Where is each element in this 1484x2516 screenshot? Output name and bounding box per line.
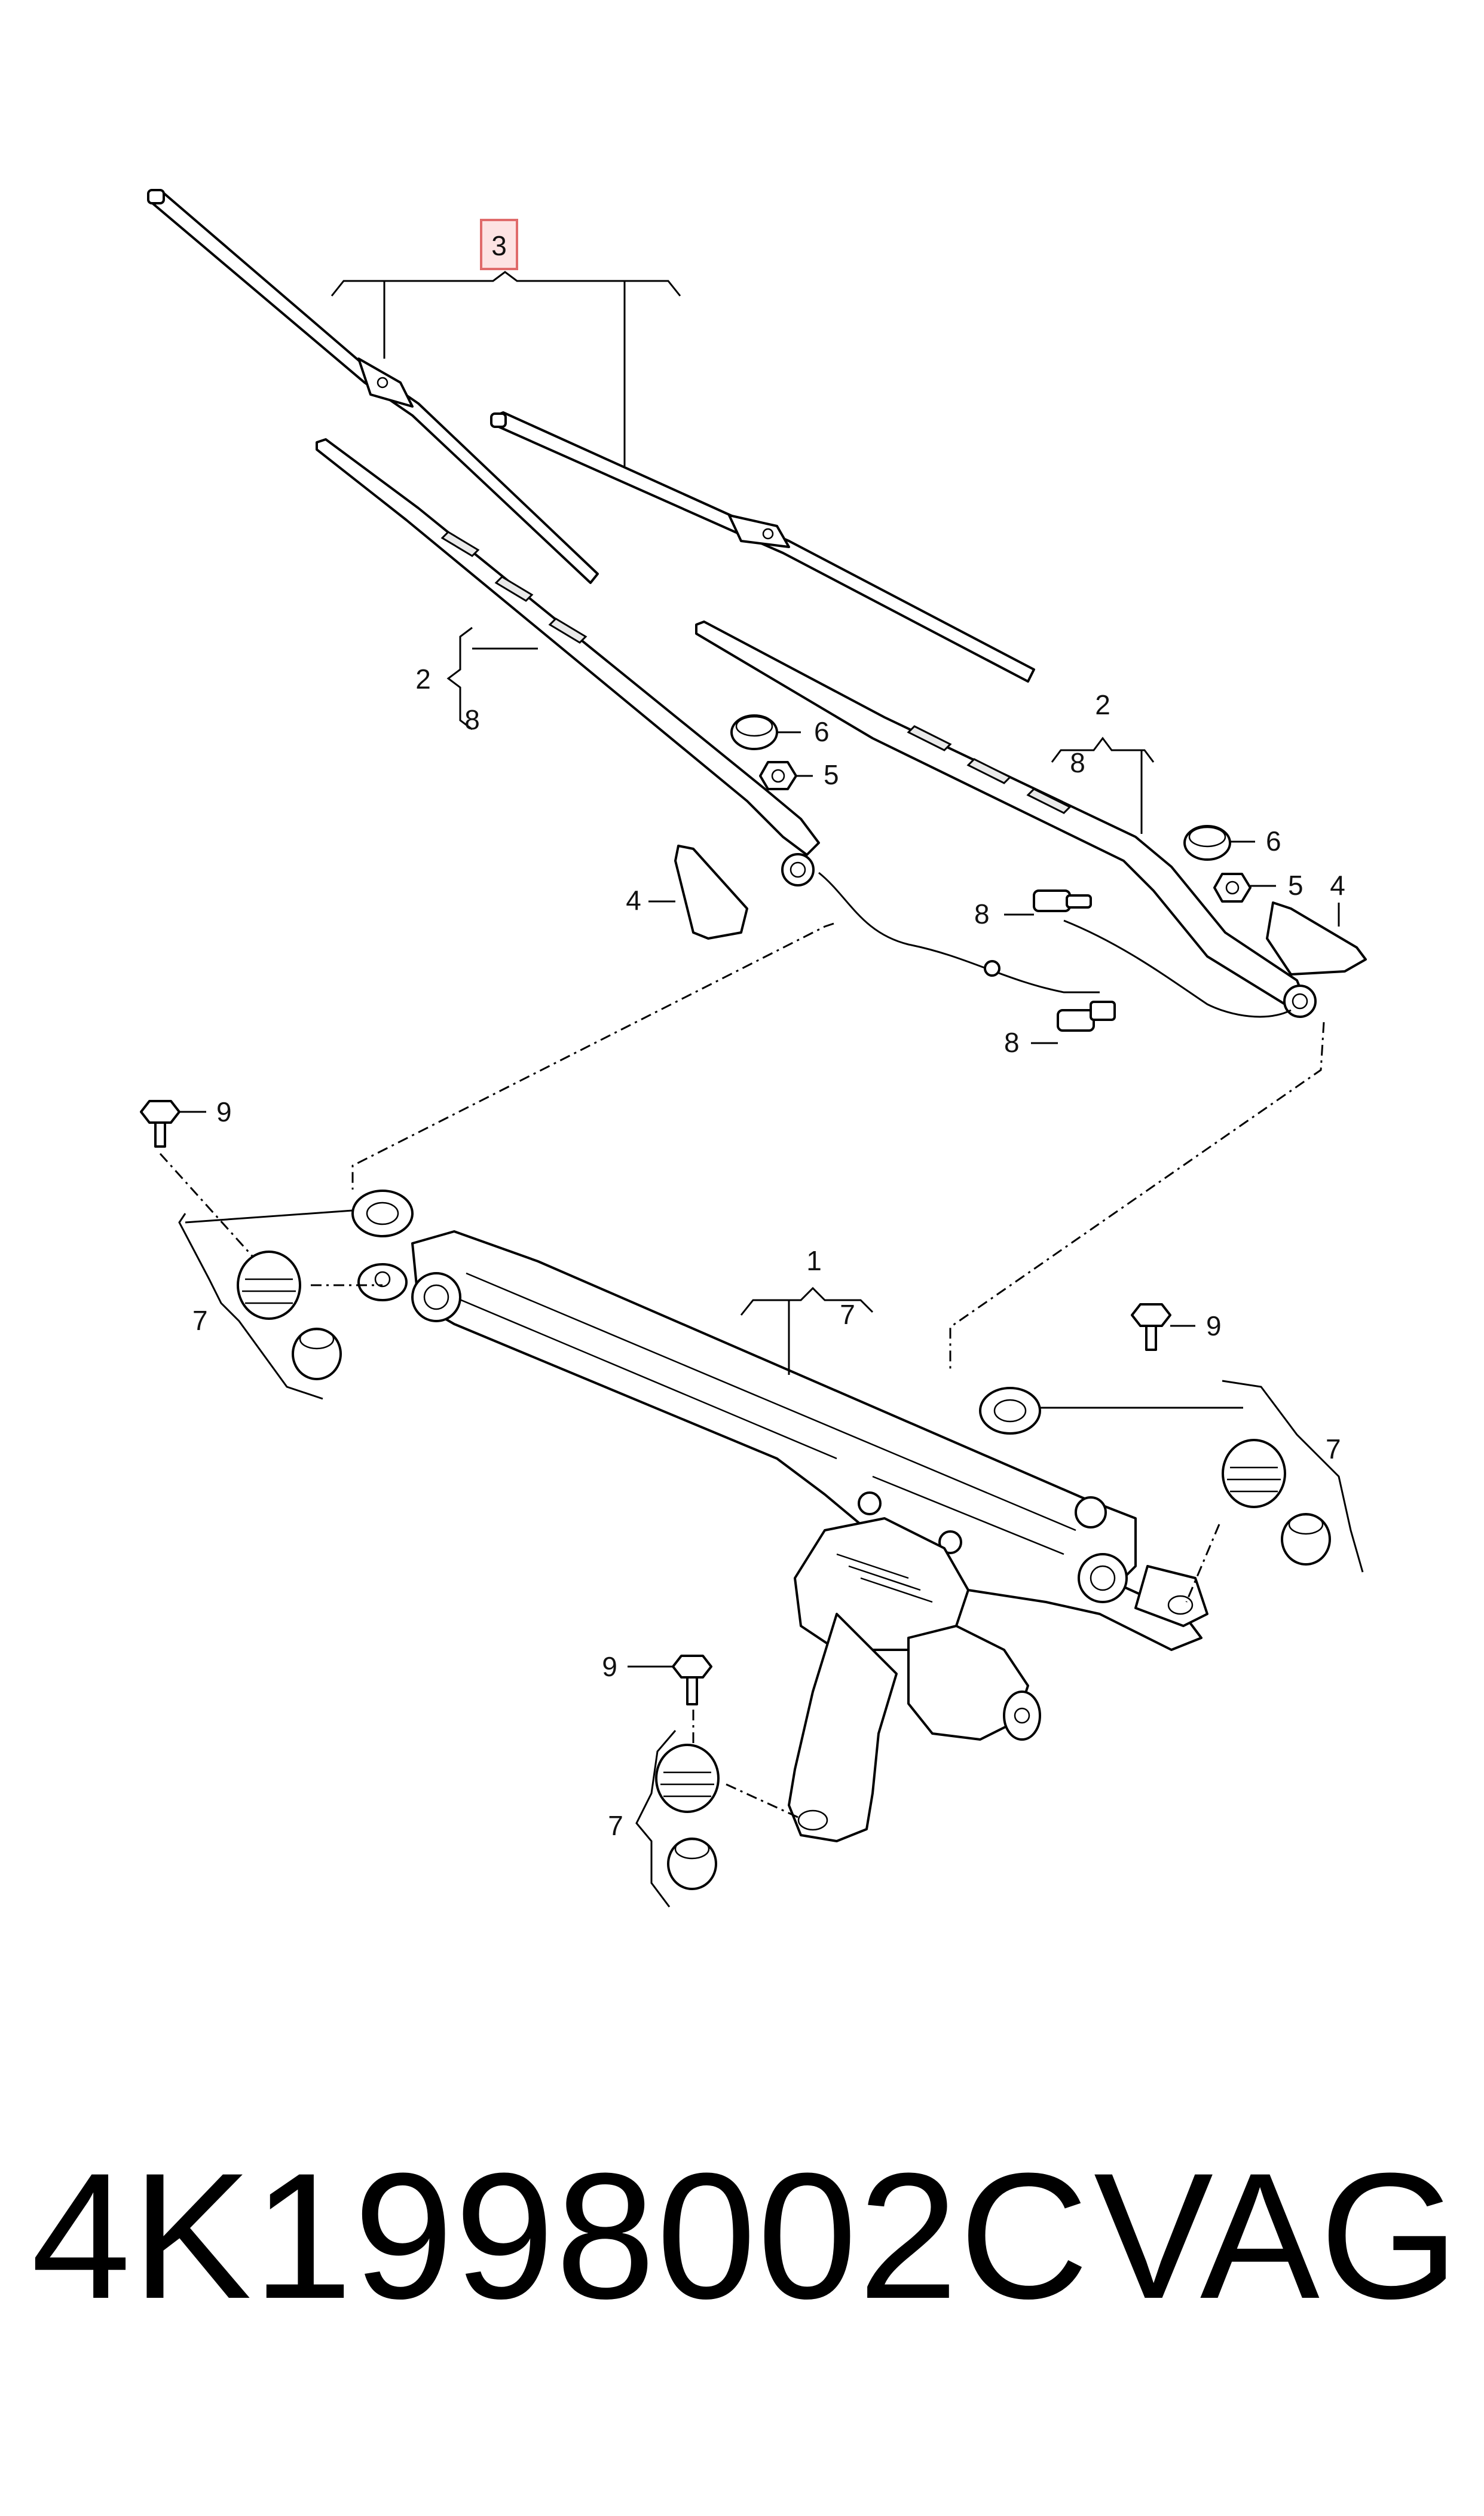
bush-right-upper [1222, 1439, 1286, 1508]
bolt-left [140, 1100, 180, 1148]
assembly-line-left [351, 922, 834, 1190]
callout-5-left: 5 [824, 759, 839, 790]
callout-8-left: 8 [464, 704, 480, 735]
pivot-mount-left [357, 1263, 408, 1301]
pivot-grommet-left [351, 1190, 414, 1237]
washer-hose-right [1063, 919, 1292, 1018]
nut-left [759, 761, 797, 790]
wiper-arm-left [316, 438, 820, 886]
bush-left-upper [237, 1251, 301, 1320]
callout-7-linkage: 7 [840, 1299, 855, 1330]
callout-8-upper: 8 [974, 898, 990, 930]
cap-right [1183, 825, 1231, 861]
callout-6-right: 6 [1266, 826, 1281, 857]
washer-hose [818, 872, 1100, 993]
callout-bracket-2-left [446, 626, 538, 730]
callout-7-right: 7 [1326, 1433, 1341, 1465]
callout-3: 3 [491, 230, 507, 261]
callout-1: 1 [806, 1245, 822, 1276]
assembly-line-right [949, 1022, 1325, 1369]
callout-5-right: 5 [1288, 870, 1304, 901]
callout-9-bottom: 9 [602, 1651, 617, 1682]
bush-bottom-upper [655, 1744, 720, 1813]
wiper-arm-right [695, 620, 1317, 1018]
callout-8-lower: 8 [1004, 1027, 1020, 1058]
callout-bracket-7-bottom [635, 1730, 677, 1907]
callout-9-right: 9 [1206, 1310, 1222, 1341]
cover-right [1266, 901, 1367, 976]
callout-7-bottom: 7 [608, 1810, 623, 1841]
bush-bottom-lower [667, 1838, 717, 1890]
bolt-right [1131, 1303, 1171, 1351]
callout-3-box [480, 219, 518, 270]
washer-nozzle-lower [1057, 1001, 1116, 1032]
wiper-blade-left [147, 189, 599, 584]
callout-9-left: 9 [216, 1096, 232, 1127]
callout-7-left: 7 [192, 1305, 208, 1336]
callout-bracket-7-right [1222, 1380, 1364, 1573]
wiper-blade-right [490, 411, 1035, 683]
nut-right [1213, 873, 1252, 903]
callout-8-right: 8 [1070, 747, 1085, 778]
wiper-motor [788, 1517, 1041, 1842]
bolt-bottom [672, 1655, 712, 1705]
bush-right-lower [1281, 1513, 1331, 1566]
callout-4-right: 4 [1330, 870, 1345, 901]
callout-2-left: 2 [415, 664, 431, 695]
callout-bracket-3 [331, 271, 681, 466]
callout-2-right: 2 [1095, 689, 1110, 720]
callout-bracket-7-left [178, 1213, 323, 1400]
cover-left [674, 845, 748, 940]
linkage-end-right [1134, 1565, 1208, 1627]
callout-bracket-1 [740, 1286, 874, 1375]
callout-4-left: 4 [626, 885, 641, 916]
hose-clip [984, 960, 1000, 977]
callout-6-left: 6 [814, 716, 830, 747]
washer-nozzle-upper [1033, 889, 1092, 912]
brand-name: VAG [1094, 2135, 1459, 2336]
part-number: 4K1998002C [31, 2135, 1090, 2336]
callout-bracket-2-right [1051, 736, 1155, 834]
cap-left [730, 714, 778, 750]
bush-left-lower [292, 1328, 342, 1380]
pivot-grommet-right [979, 1387, 1041, 1435]
wiper-linkage [411, 1230, 1203, 1651]
